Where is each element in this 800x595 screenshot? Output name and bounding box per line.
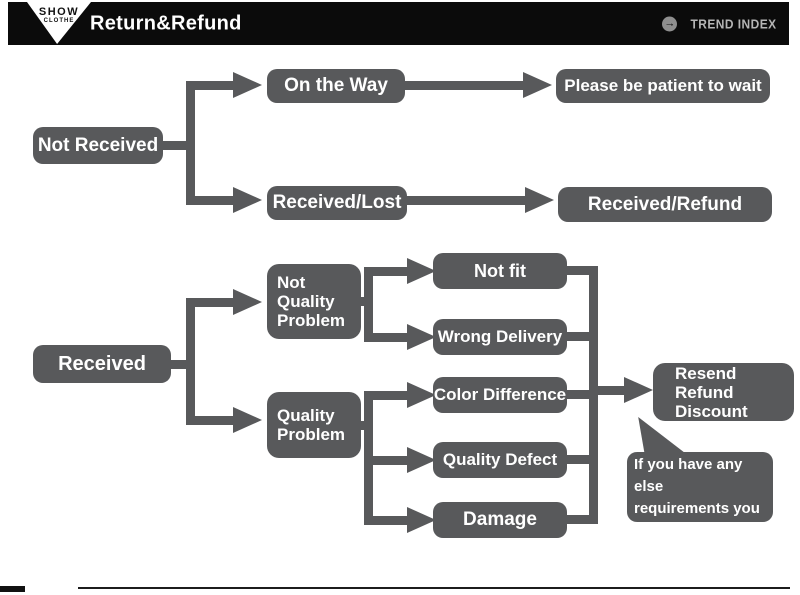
- node-received-refund: Received/Refund: [558, 187, 772, 222]
- brand-label: TREND INDEX: [690, 16, 777, 31]
- node-wrong-delivery: Wrong Delivery: [433, 319, 567, 355]
- speech-bubble-note: If you have any else requirements you co…: [627, 452, 773, 539]
- connector-quality-defect-arm: [364, 456, 407, 465]
- collector-vertical: [589, 266, 598, 524]
- node-color-difference: Color Difference: [433, 377, 567, 413]
- brand-group: → TREND INDEX: [662, 16, 777, 31]
- node-resend-refund-discount: Resend Refund Discount: [653, 363, 794, 421]
- node-not-received: Not Received: [33, 127, 163, 164]
- connector-nqp-vertical: [364, 267, 373, 342]
- node-on-the-way: On the Way: [267, 69, 405, 103]
- connector-wrong-delivery-arm: [364, 333, 407, 342]
- connector-nqp-arm: [186, 298, 233, 307]
- page-title: Return&Refund: [90, 12, 242, 34]
- node-received-lost: Received/Lost: [267, 186, 407, 220]
- connector-on-the-way-arm: [186, 81, 233, 90]
- collector-stub-not-fit: [567, 266, 598, 275]
- connector-received-stub: [171, 360, 190, 369]
- speech-bubble-tail: [638, 417, 685, 453]
- arrowhead-to-on-the-way: [233, 72, 262, 98]
- logo-text-clothe: CLOTHE: [43, 18, 75, 24]
- header-bar: SHOW CLOTHE Return&Refund → TREND INDEX: [8, 2, 789, 45]
- connector-qp-arm: [186, 416, 233, 425]
- collector-stub-color-difference: [567, 390, 598, 399]
- connector-received-lost-result: [407, 196, 525, 205]
- node-quality-problem: Quality Problem: [267, 392, 361, 458]
- connector-not-received-vertical: [186, 81, 195, 205]
- connector-not-received-stub: [163, 141, 190, 150]
- arrowhead-to-damage: [407, 507, 436, 533]
- logo-text-show: SHOW: [38, 6, 80, 18]
- show-clothe-logo: SHOW CLOTHE: [27, 2, 91, 44]
- connector-on-the-way-result: [405, 81, 523, 90]
- connector-qp-stub: [351, 421, 368, 430]
- node-quality-defect: Quality Defect: [433, 442, 567, 478]
- arrowhead-to-not-fit: [407, 258, 436, 284]
- arrowhead-to-received-refund: [525, 187, 554, 213]
- connector-not-fit-arm: [364, 267, 407, 276]
- arrowhead-to-not-quality-problem: [233, 289, 262, 315]
- arrowhead-to-please-wait: [523, 72, 552, 98]
- connector-received-vertical: [186, 298, 195, 425]
- arrowhead-to-resolution: [624, 377, 653, 403]
- connector-resolution-shaft: [598, 386, 624, 395]
- collector-stub-quality-defect: [567, 455, 598, 464]
- connector-damage-arm: [364, 516, 407, 525]
- arrowhead-to-quality-defect: [407, 447, 436, 473]
- node-received: Received: [33, 345, 171, 383]
- arrowhead-to-received-lost: [233, 187, 262, 213]
- connector-received-lost-arm: [186, 196, 233, 205]
- connector-nqp-stub: [351, 297, 368, 306]
- node-please-be-patient: Please be patient to wait: [556, 69, 770, 103]
- arrowhead-to-quality-problem: [233, 407, 262, 433]
- arrowhead-to-wrong-delivery: [407, 324, 436, 350]
- arrowhead-to-color-difference: [407, 382, 436, 408]
- connector-color-difference-arm: [364, 391, 407, 400]
- node-damage: Damage: [433, 502, 567, 538]
- node-not-fit: Not fit: [433, 253, 567, 289]
- node-not-quality-problem: Not Quality Problem: [267, 264, 361, 339]
- footer-block: [0, 586, 25, 592]
- footer-line: [78, 587, 790, 589]
- collector-stub-damage: [567, 515, 598, 524]
- circled-right-arrow-icon: →: [662, 16, 678, 31]
- collector-stub-wrong-delivery: [567, 332, 598, 341]
